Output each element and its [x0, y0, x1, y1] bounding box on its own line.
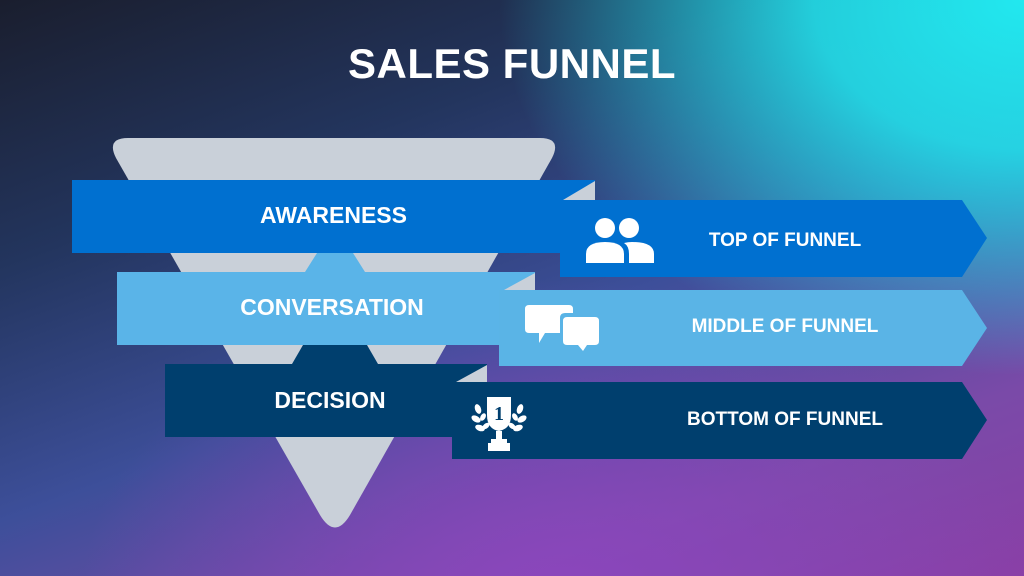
awareness-fold: [563, 181, 595, 200]
stage-label-awareness: AWARENESS: [260, 202, 407, 228]
funnel-segment-decision: [292, 345, 378, 364]
page-title: SALES FUNNEL: [347, 40, 676, 87]
decision-band: [165, 364, 487, 437]
trophy-icon: 1: [471, 397, 527, 451]
level-label-middle: MIDDLE OF FUNNEL: [691, 316, 879, 337]
awareness-band: [72, 180, 595, 253]
top-of-funnel-ribbon: [560, 200, 987, 277]
conversation-fold: [504, 273, 535, 290]
level-label-bottom: BOTTOM OF FUNNEL: [687, 409, 883, 430]
conversation-band: [117, 272, 535, 345]
stage-label-conversation: CONVERSATION: [240, 294, 424, 320]
level-label-top: TOP OF FUNNEL: [708, 230, 862, 251]
decision-fold: [456, 365, 487, 382]
middle-of-funnel-ribbon: [499, 290, 987, 366]
chat-bubbles-icon: [525, 305, 599, 351]
bottom-of-funnel-ribbon: [452, 382, 987, 459]
trophy-rank: 1: [494, 403, 504, 425]
funnel-segment-awareness: [305, 253, 365, 272]
stage-label-decision: DECISION: [274, 387, 386, 413]
people-icon: [586, 218, 654, 263]
